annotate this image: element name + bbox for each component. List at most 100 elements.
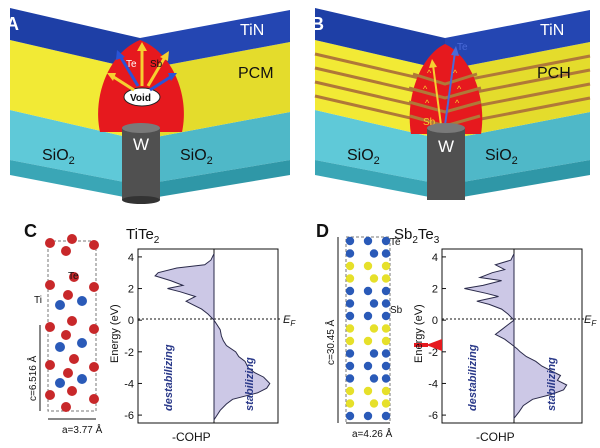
sio2-right-face	[140, 112, 290, 185]
te-atom	[381, 411, 391, 421]
te-atom-label: Te	[68, 271, 79, 282]
confined-arrows: ^ ^ ^ ^ ^ ^	[423, 46, 462, 126]
tin-label: TiN	[240, 22, 264, 39]
te-atom	[381, 361, 391, 371]
sb-atom	[345, 336, 355, 346]
te-atom	[345, 374, 355, 383]
ytick-label: 4	[128, 252, 134, 264]
ef-label-c: EF	[283, 314, 296, 328]
sb-atom	[369, 274, 379, 283]
titte2-title: TiTe2	[126, 226, 160, 246]
te-atom	[369, 349, 379, 358]
ytick-label: 0	[128, 315, 134, 327]
te-atom	[345, 411, 355, 421]
tin-label-b: TiN	[540, 22, 564, 39]
ytick-label: -6	[428, 410, 438, 422]
panel-b-letter: B	[311, 14, 324, 34]
ytick-label: 0	[432, 315, 438, 327]
te-atom	[363, 361, 373, 371]
stabilizing-label-c: stabilizing	[244, 357, 256, 411]
pcm-label: PCM	[238, 65, 274, 82]
cohp-curve-c	[154, 253, 271, 422]
panel-a-letter: A	[6, 14, 19, 34]
yticks-c: 420-2-4-6	[124, 252, 142, 422]
te-atom	[363, 311, 373, 321]
svg-text:^: ^	[425, 98, 430, 108]
sio2-left-label: SiO2	[42, 147, 75, 167]
svg-text:^: ^	[453, 68, 458, 78]
sb-atom	[369, 399, 379, 408]
sb-atom	[381, 261, 391, 271]
te-atom	[381, 374, 391, 383]
te-atom	[363, 236, 373, 246]
c-lattice-label-d: c=30.45 Å	[324, 319, 337, 365]
plot-frame-d	[441, 248, 583, 424]
panel-a-device: A TiN PCM Void Te Sb W SiO2 SiO2	[6, 8, 290, 204]
sb-atom-label-d: Sb	[390, 305, 403, 316]
ytick-label: 4	[432, 252, 438, 264]
tin-right-face	[140, 10, 290, 70]
red-arrow-marker	[426, 339, 442, 351]
ef-label-d: EF	[584, 314, 597, 328]
melt-dome-b	[409, 44, 483, 134]
panel-c-letter: C	[24, 221, 37, 241]
a-lattice-label-d: a=4.26 Å	[352, 427, 393, 440]
destabilizing-label-c: destabilizing	[163, 344, 175, 411]
stabilizing-label-d: stabilizing	[546, 357, 558, 411]
w-label-b2: W	[438, 137, 454, 156]
sio2-right-label: SiO2	[180, 147, 213, 167]
te-atom	[345, 249, 355, 258]
ylabel-d: Energy (eV)	[413, 304, 425, 363]
sb-arrow-label-b: Sb	[423, 117, 436, 128]
ytick-label: -4	[124, 378, 134, 390]
void-bubble	[123, 87, 161, 107]
panel-d-letter: D	[316, 221, 329, 241]
svg-text:^: ^	[455, 98, 460, 108]
te-atom-label-d: Te	[390, 237, 401, 248]
te-atom	[345, 311, 355, 321]
sb-atom	[363, 336, 373, 346]
sb-atom	[381, 336, 391, 346]
te-atom	[345, 349, 355, 358]
sb2te3-title: Sb2Te3	[394, 226, 440, 246]
sb-atom	[381, 324, 391, 333]
cohp-curve-d	[464, 253, 568, 420]
sio2-right-label-b: SiO2	[485, 147, 518, 167]
te-atom	[381, 299, 391, 308]
te-atom	[381, 311, 391, 321]
te-atom	[345, 236, 355, 246]
plot-frame-c	[137, 248, 279, 424]
sb2te3-crystal	[345, 236, 391, 424]
te-atom	[345, 361, 355, 371]
c-lattice-label: c=6.516 Å	[26, 355, 39, 401]
sb-atom	[363, 386, 373, 396]
te-atom	[369, 249, 379, 258]
void-label: Void	[130, 93, 151, 104]
ylabel-c: Energy (eV)	[109, 304, 121, 363]
yticks-d: 420-2-4-6	[428, 252, 446, 422]
sb-atom	[381, 386, 391, 396]
destabilizing-label-d: destabilizing	[467, 344, 479, 411]
sb-atom	[345, 386, 355, 396]
ytick-label: -2	[124, 347, 134, 359]
sb-atom	[345, 274, 355, 283]
panel-c: C TiTe2 Te Ti c=6.516 Å a=3.77 Å	[24, 221, 296, 444]
te-atom	[363, 286, 373, 296]
titte2-crystal	[45, 234, 99, 412]
sb-atom	[345, 261, 355, 271]
te-atom	[381, 349, 391, 358]
svg-text:^: ^	[427, 68, 432, 78]
panel-b-device: ^ ^ ^ ^ ^ ^ B TiN PCH Te Sb W W SiO2 SiO…	[311, 8, 591, 200]
svg-text:^: ^	[423, 84, 428, 94]
panel-d: D Sb2Te3 Te Sb c=30.45 Å a=4.26 Å 420-2-…	[316, 221, 597, 444]
a-lattice-label: a=3.77 Å	[62, 423, 103, 436]
te-atom	[369, 374, 379, 383]
xlabel-c: -COHP	[172, 430, 211, 444]
tin-left-face	[10, 8, 140, 70]
pch-label: PCH	[537, 65, 571, 82]
te-atom	[345, 299, 355, 308]
sb-arrow-label: Sb	[150, 59, 163, 70]
te-atom	[363, 411, 373, 421]
sb-atom	[381, 399, 391, 408]
te-atom	[369, 299, 379, 308]
